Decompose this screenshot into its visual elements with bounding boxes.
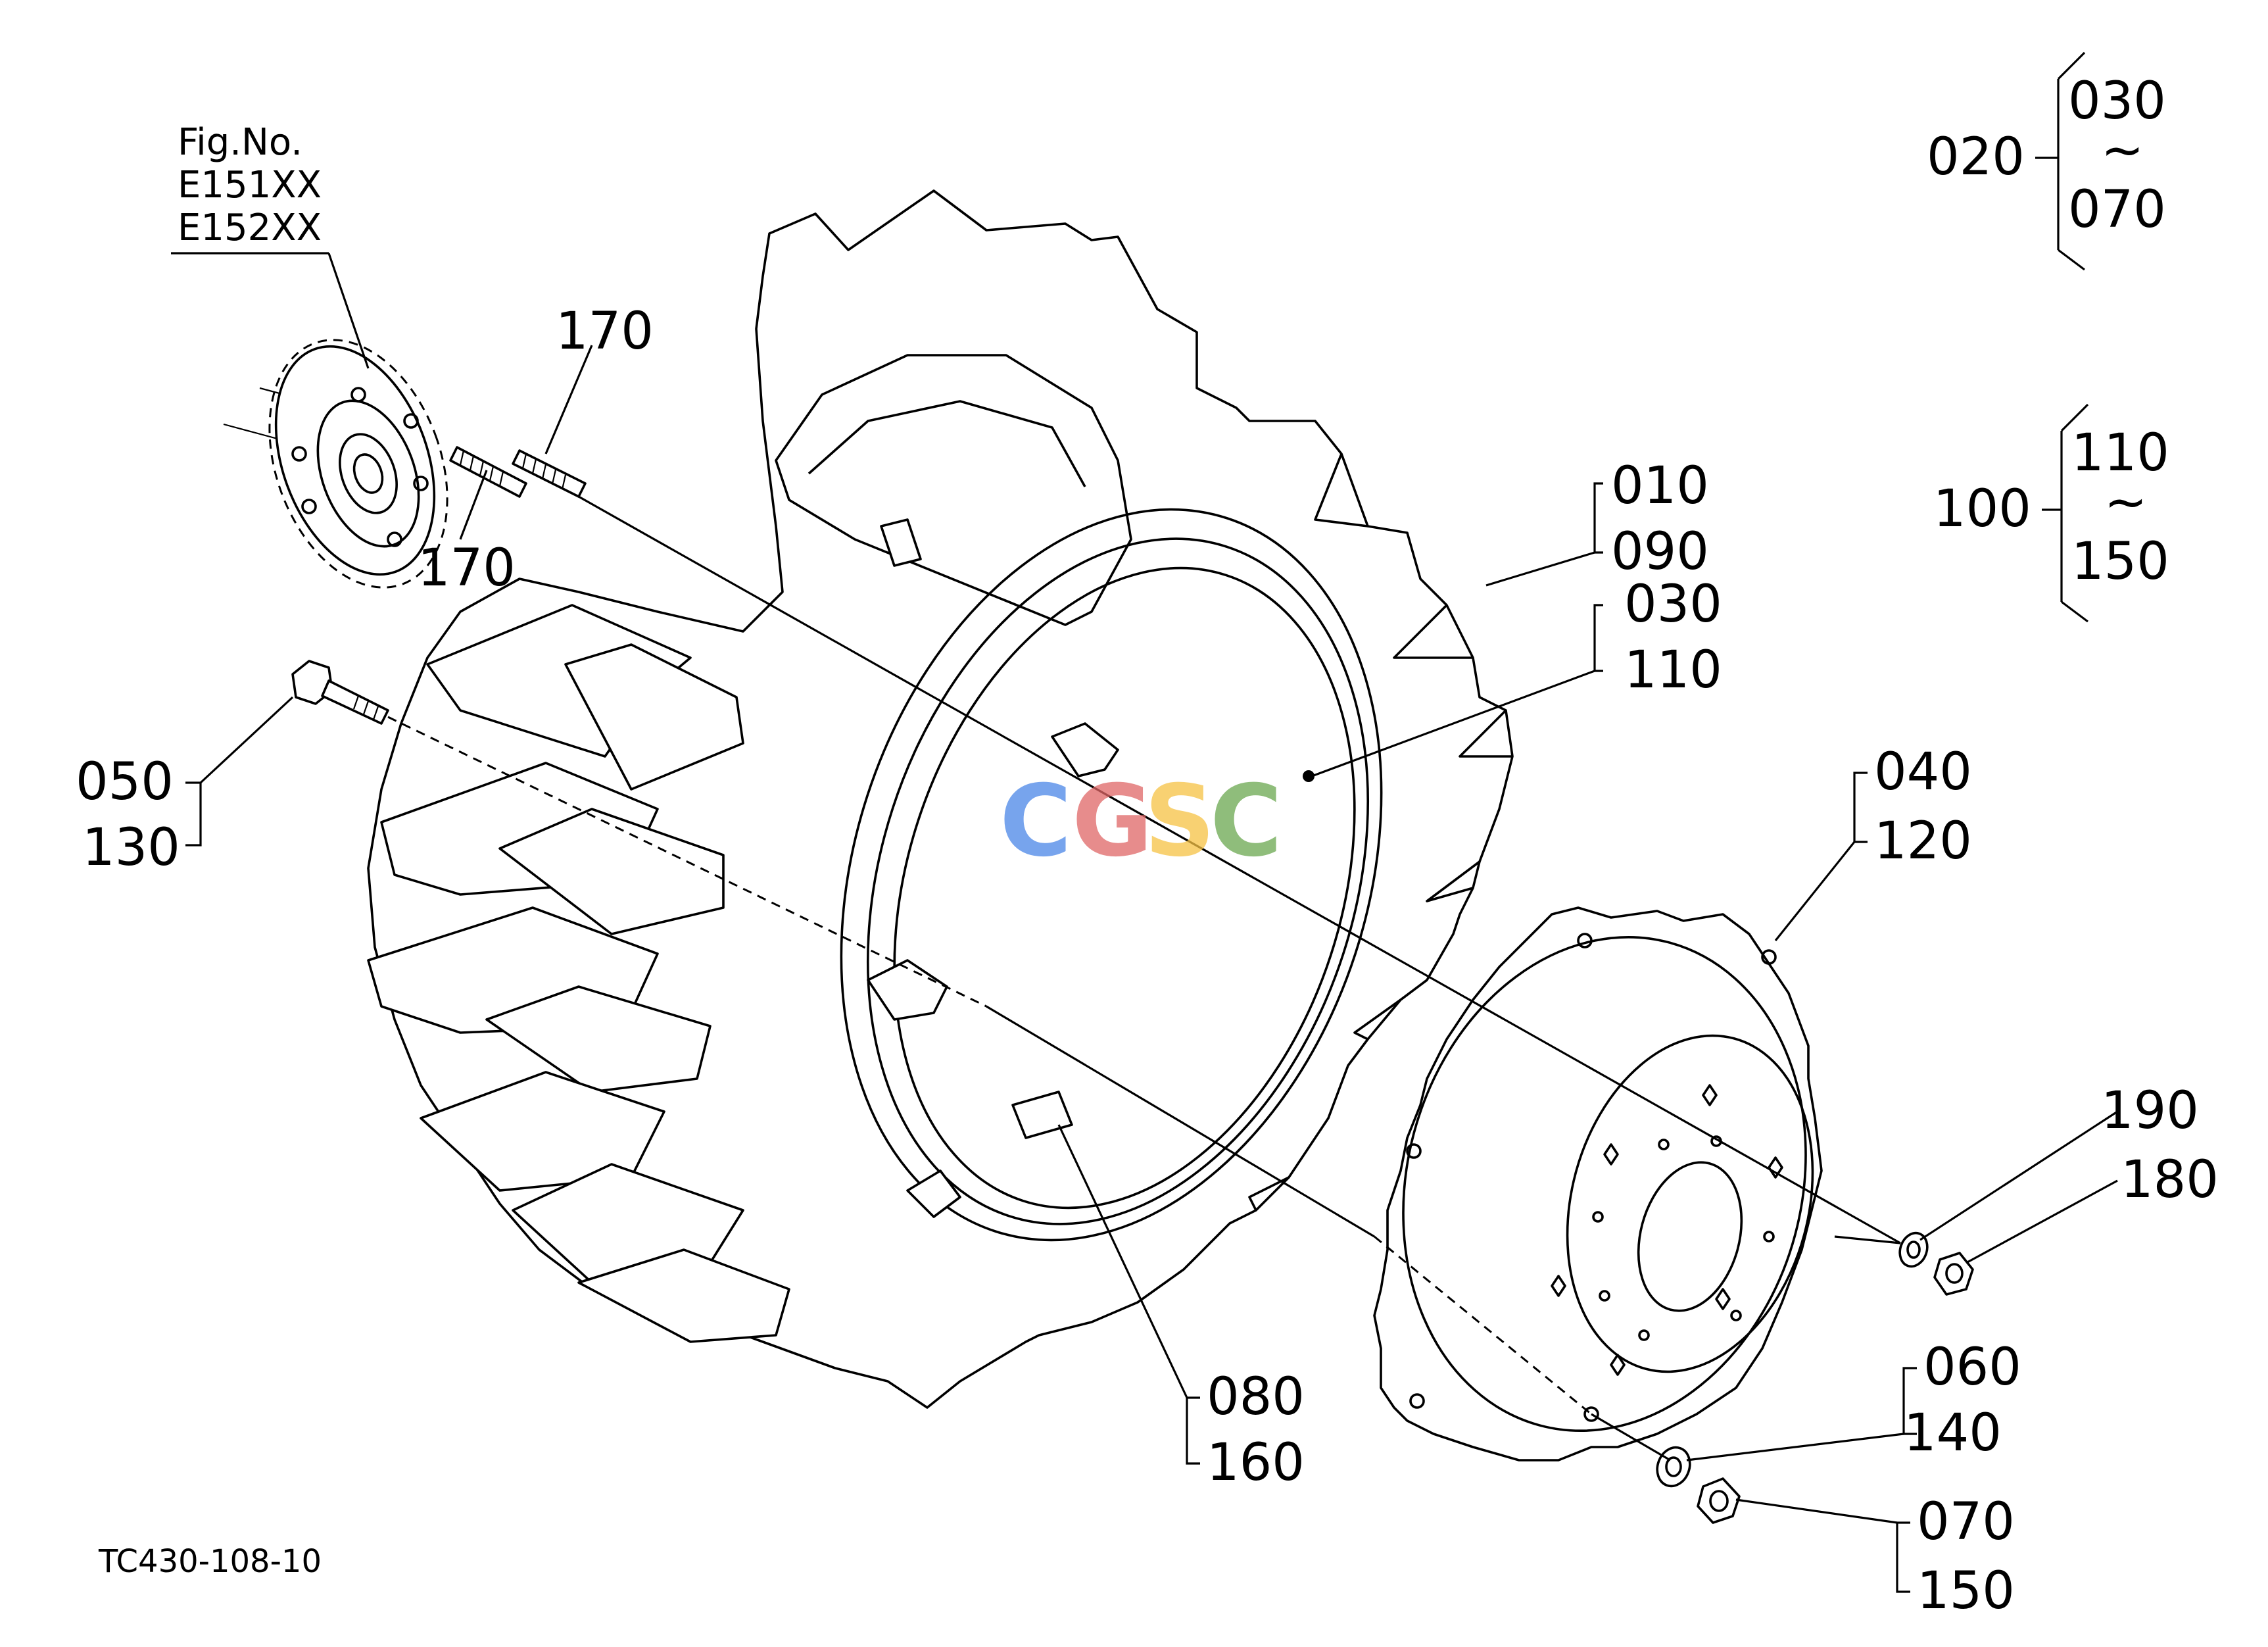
callout-150: 150: [1917, 1561, 2015, 1621]
callout-070: 070: [1917, 1492, 2015, 1552]
fig-ref-code-2: E152XX: [178, 207, 322, 249]
callout-030: 030: [1624, 575, 1722, 634]
group-020-tilde: ~: [2101, 121, 2144, 180]
callout-140: 140: [1904, 1404, 2002, 1463]
washer-upper: [1898, 1231, 1929, 1268]
nut-lower: [1697, 1477, 1741, 1524]
watermark-letter-2: G: [1072, 764, 1153, 879]
callout-050: 050: [76, 752, 174, 812]
leader-lines: [171, 51, 2118, 1593]
nut-upper: [1933, 1252, 1974, 1296]
callout-170-lower: 170: [418, 539, 516, 598]
wheel-disc: [1373, 906, 1823, 1462]
fig-ref-code-1: E151XX: [178, 164, 322, 207]
group-020-from: 030: [2068, 72, 2166, 131]
tractor-tire: [367, 189, 1514, 1409]
watermark-letter-1: C: [1000, 764, 1072, 879]
drawing-code: TC430-108-10: [98, 1543, 322, 1580]
callout-080: 080: [1207, 1367, 1305, 1427]
group-020-parent: 020: [1927, 128, 2025, 187]
callout-060: 060: [1923, 1338, 2021, 1397]
group-020-to: 070: [2068, 180, 2166, 239]
group-100-to: 150: [2071, 532, 2169, 591]
callout-160: 160: [1207, 1433, 1305, 1492]
wheel-bolt: [291, 660, 389, 725]
callout-130: 130: [82, 818, 180, 877]
group-100-parent: 100: [1933, 479, 2031, 539]
watermark-letter-4: C: [1210, 764, 1282, 879]
assembly-axes: [387, 495, 1901, 1462]
callout-180: 180: [2121, 1150, 2219, 1210]
group-100-tilde: ~: [2104, 473, 2147, 532]
watermark-letter-3: S: [1144, 764, 1215, 879]
callout-170-upper: 170: [556, 302, 654, 361]
fig-no-heading: Fig.No.: [178, 121, 302, 164]
watermark: C G S C: [1000, 764, 1282, 879]
callout-040: 040: [1874, 743, 1972, 802]
callout-110: 110: [1624, 641, 1722, 700]
wheel-stud-lower: [449, 446, 527, 498]
group-100-from: 110: [2071, 424, 2169, 483]
axle-hub-flange: [223, 339, 448, 589]
callout-090: 090: [1611, 522, 1709, 581]
washer-lower: [1656, 1446, 1691, 1488]
callout-010: 010: [1611, 456, 1709, 516]
callout-190: 190: [2101, 1081, 2199, 1141]
callout-120: 120: [1874, 812, 1972, 871]
